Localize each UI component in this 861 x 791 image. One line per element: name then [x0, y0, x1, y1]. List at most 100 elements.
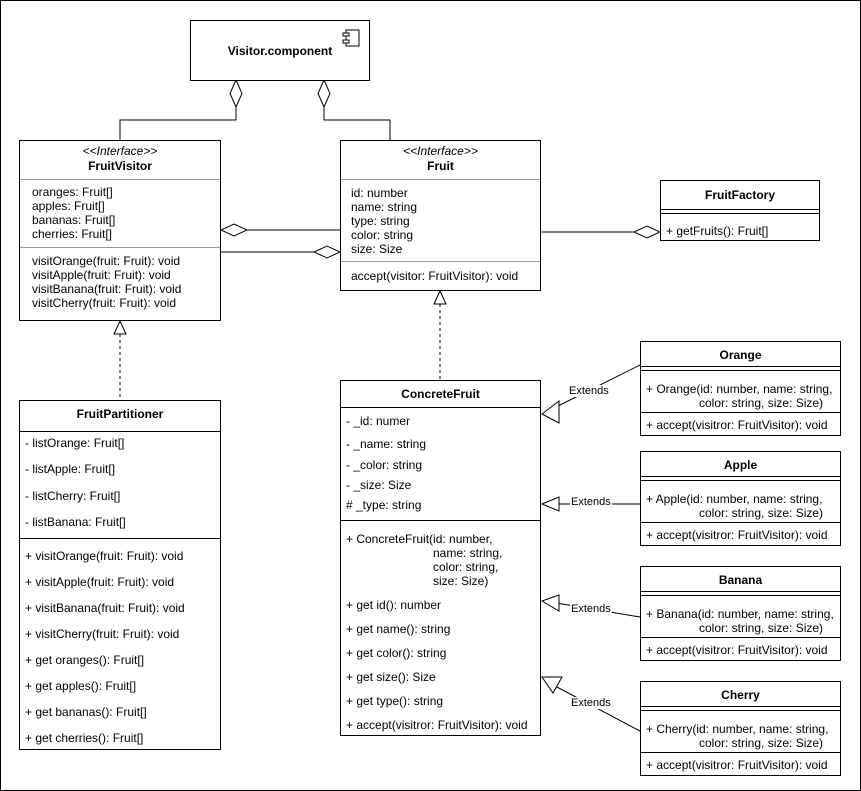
fruitfactory-name: FruitFactory [704, 188, 775, 202]
fruit-stereotype: <<Interface>> [403, 144, 478, 158]
attribute: size: Size [351, 242, 403, 256]
aggregation-diamond-visitor [219, 223, 249, 237]
fruit-name: Fruit [427, 159, 454, 173]
orange-class[interactable]: Orange + Orange(id: number, name: string… [640, 341, 841, 436]
aggregation-diamond-component-2 [317, 78, 331, 109]
constructor: + Cherry(id: number, name: string, [646, 722, 829, 736]
method: + get apples(): Fruit[] [25, 679, 137, 693]
constructor: + Orange(id: number, name: string, [646, 382, 833, 396]
constructor: + Banana(id: number, name: string, [646, 607, 834, 621]
divider [341, 407, 540, 408]
method: visitOrange(fruit: Fruit): void [32, 254, 181, 268]
attribute: bananas: Fruit[] [32, 213, 116, 227]
method: visitApple(fruit: Fruit): void [32, 268, 171, 282]
aggregation-diamond-fruit [312, 245, 342, 259]
fruitvisitor-stereotype: <<Interface>> [82, 144, 158, 158]
divider [641, 476, 840, 477]
method: + get type(): string [346, 694, 444, 708]
fruitvisitor-name: FruitVisitor [88, 159, 152, 173]
cherry-name: Cherry [721, 688, 760, 702]
aggregation-diamond-component-1 [229, 78, 243, 109]
attribute: - _size: Size [346, 478, 412, 492]
method: + accept(visitror: FruitVisitor): void [646, 528, 828, 542]
attribute: # _type: string [346, 498, 422, 512]
divider [341, 520, 540, 521]
method: + accept(visitror: FruitVisitor): void [646, 758, 828, 772]
constructor: name: string, [433, 546, 503, 560]
divider [641, 370, 840, 371]
attribute: oranges: Fruit[] [32, 185, 113, 199]
method: + get id(): number [346, 598, 442, 612]
extends-arrow-orange [541, 399, 560, 424]
attribute: apples: Fruit[] [32, 199, 105, 213]
constructor: color: string, size: Size) [699, 396, 824, 410]
method: + visitOrange(fruit: Fruit): void [25, 549, 184, 563]
attribute: type: string [351, 214, 410, 228]
attribute: - listApple: Fruit[] [25, 462, 116, 476]
extends-label-apple: Extends [570, 496, 612, 508]
component-name: Visitor.component [227, 44, 333, 58]
fruit-interface[interactable]: <<Interface>> Fruit id: number name: str… [340, 140, 541, 291]
method: accept(visitor: FruitVisitor): void [351, 269, 519, 283]
fruitpartitioner-class[interactable]: FruitPartitioner - listOrange: Fruit[] -… [19, 400, 221, 750]
apple-class[interactable]: Apple + Apple(id: number, name: string, … [640, 451, 841, 546]
aggregation-component-fruitvisitor [119, 107, 237, 140]
method: visitCherry(fruit: Fruit): void [32, 296, 177, 310]
divider [641, 591, 840, 592]
divider [20, 538, 220, 539]
banana-class[interactable]: Banana + Banana(id: number, name: string… [640, 566, 841, 661]
divider [641, 710, 840, 711]
banana-name: Banana [718, 573, 763, 587]
method: + get name(): string [346, 622, 451, 636]
constructor: color: string, size: Size) [699, 736, 824, 750]
component-box[interactable]: Visitor.component [190, 20, 370, 81]
method: + visitApple(fruit: Fruit): void [25, 575, 175, 589]
fruitpartitioner-name: FruitPartitioner [76, 407, 164, 421]
constructor: color: string, size: Size) [699, 506, 824, 520]
constructor: + ConcreteFruit(id: number, [346, 532, 493, 546]
cherry-class[interactable]: Cherry + Cherry(id: number, name: string… [640, 681, 841, 776]
divider [20, 247, 220, 248]
divider [661, 213, 819, 214]
attribute: color: string [351, 228, 414, 242]
constructor: size: Size) [433, 574, 489, 588]
divider [20, 179, 220, 180]
attribute: cherries: Fruit[] [32, 227, 113, 241]
method: + visitBanana(fruit: Fruit): void [25, 601, 185, 615]
fruitvisitor-interface[interactable]: <<Interface>> FruitVisitor oranges: Frui… [19, 140, 221, 321]
fruitfactory-class[interactable]: FruitFactory + getFruits(): Fruit[] [660, 180, 820, 241]
attribute: - _id: numer [346, 414, 411, 428]
method: + get color(): string [346, 646, 447, 660]
constructor: color: string, [433, 560, 499, 574]
divider [341, 179, 540, 180]
apple-name: Apple [723, 458, 758, 472]
method: + get oranges(): Fruit[] [25, 653, 145, 667]
extends-arrow-banana [540, 594, 560, 612]
realization-arrow-concretefruit [433, 289, 447, 305]
constructor: + Apple(id: number, name: string, [646, 492, 823, 506]
extends-arrow-apple [540, 496, 560, 512]
attribute: - listCherry: Fruit[] [25, 489, 121, 503]
divider [20, 431, 220, 432]
method: + accept(visitror: FruitVisitor): void [346, 718, 528, 732]
divider [641, 637, 840, 638]
method: + accept(visitror: FruitVisitor): void [646, 418, 828, 432]
extends-label-cherry: Extends [570, 697, 612, 709]
attribute: name: string [351, 200, 418, 214]
concretefruit-class[interactable]: ConcreteFruit - _id: numer - _name: stri… [340, 380, 541, 736]
method: + get cherries(): Fruit[] [25, 731, 144, 745]
divider [641, 752, 840, 753]
orange-name: Orange [719, 348, 762, 362]
aggregation-component-fruit [323, 107, 391, 140]
divider [641, 706, 840, 707]
divider [641, 412, 840, 413]
component-icon [342, 29, 360, 47]
divider [641, 522, 840, 523]
divider [641, 595, 840, 596]
divider [641, 480, 840, 481]
method: + getFruits(): Fruit[] [666, 224, 769, 238]
aggregation-diamond-factory [632, 225, 662, 239]
method: + accept(visitror: FruitVisitor): void [646, 643, 828, 657]
concretefruit-name: ConcreteFruit [401, 387, 480, 401]
